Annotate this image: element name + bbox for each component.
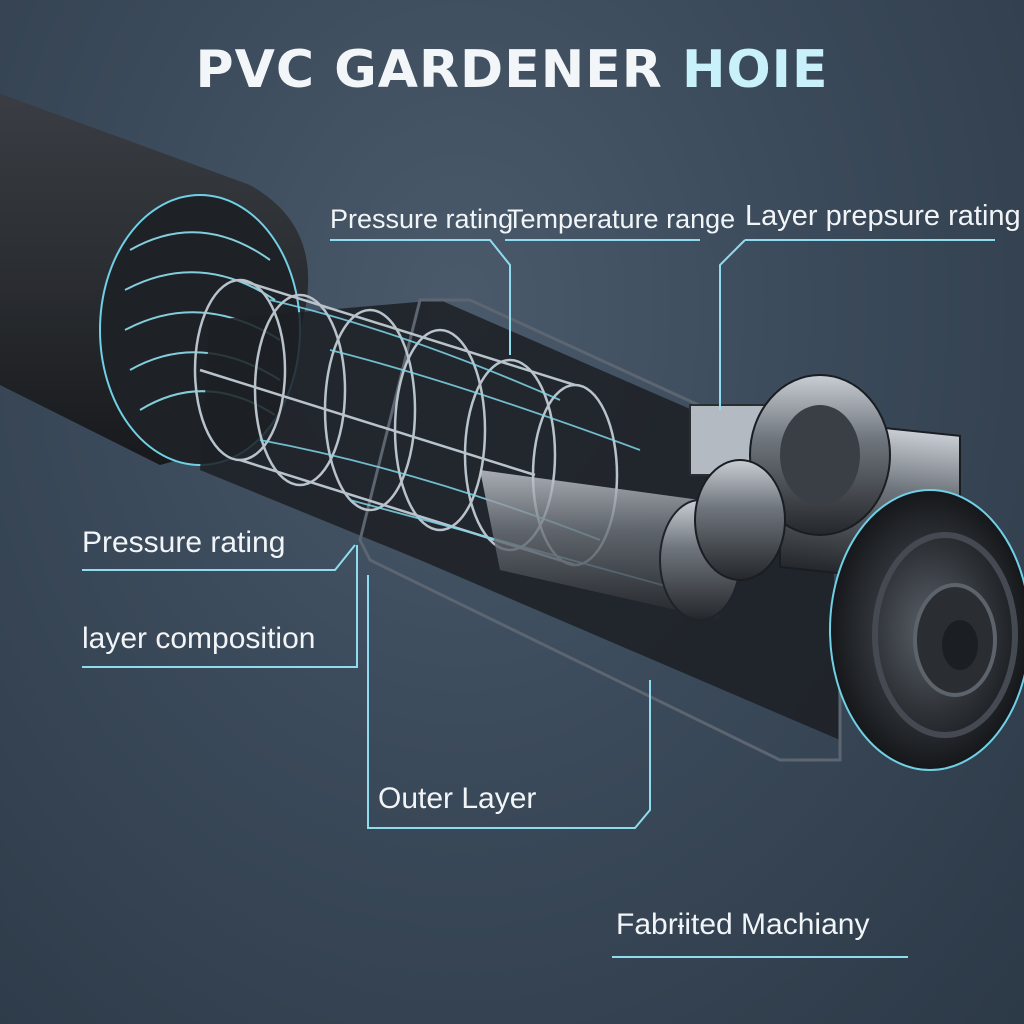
- label-layer-pressure-rating: Layer prepsure rating: [745, 200, 1021, 232]
- label-temperature-range: Temperature range: [507, 204, 736, 234]
- title-highlight: HOIE: [681, 40, 829, 100]
- label-layer-composition: layer composition: [82, 622, 316, 655]
- label-outer-layer: Outer Layer: [378, 782, 537, 815]
- label-pressure-rating-top: Pressure rating: [330, 204, 514, 234]
- callout-layer-composition: [82, 545, 358, 668]
- callout-pressure-top: [330, 239, 511, 355]
- label-pressure-rating-left: Pressure rating: [82, 526, 286, 559]
- page-title: PVC GARDENER HOIE: [0, 40, 1024, 100]
- callout-outer-layer: [367, 575, 651, 829]
- label-fabricated-machinery: Fabrɨited Machiany: [616, 908, 870, 941]
- inner-core: [480, 470, 720, 620]
- callout-pressure-left: [82, 544, 356, 571]
- title-main: PVC GARDENER: [195, 40, 663, 100]
- callout-lines: [82, 239, 995, 958]
- callout-layer-pressure: [719, 239, 995, 410]
